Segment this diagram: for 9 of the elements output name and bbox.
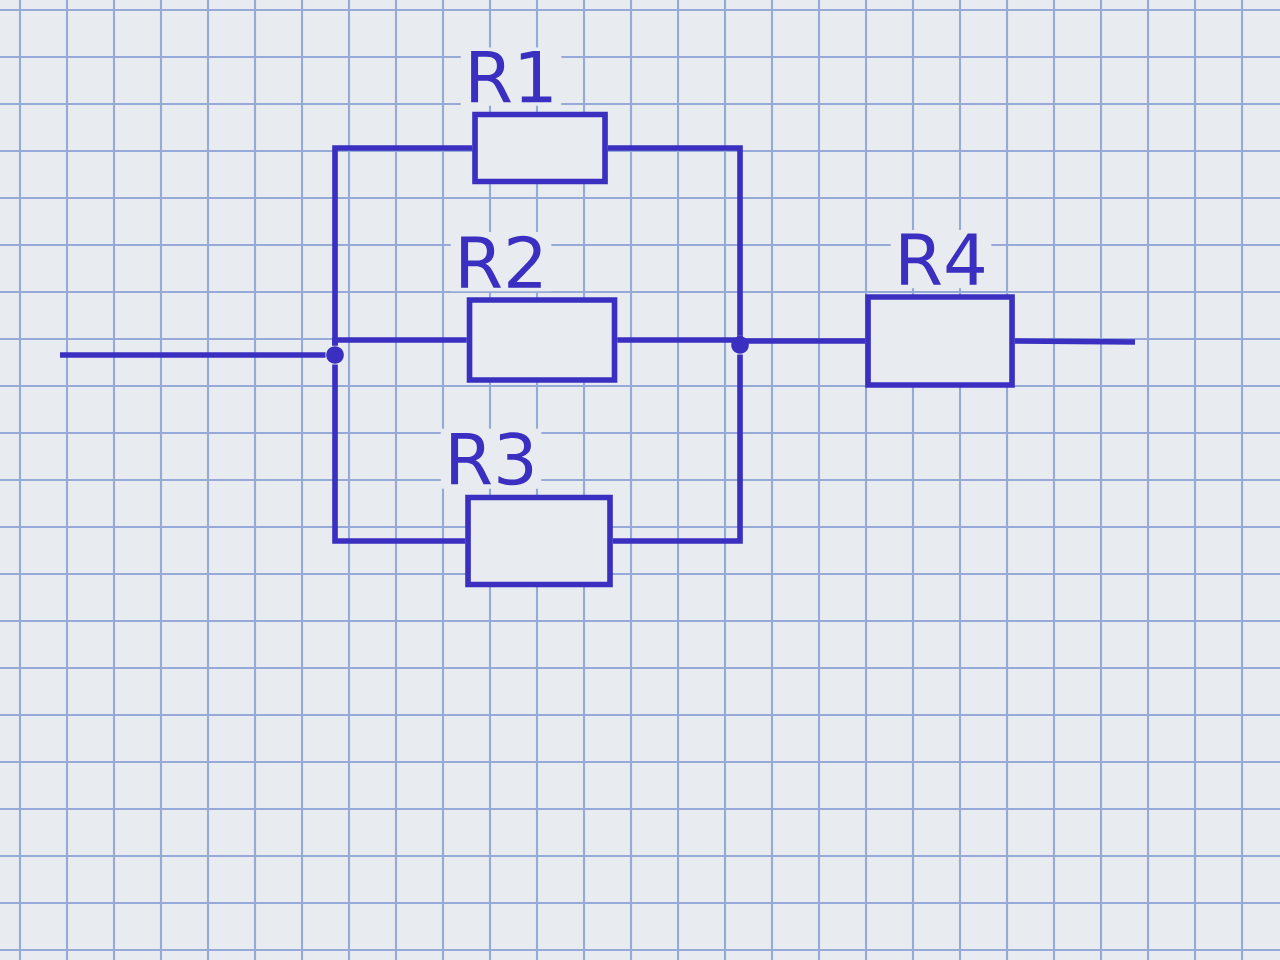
wire	[737, 335, 866, 344]
junction-dot	[326, 346, 344, 364]
wire	[60, 352, 326, 358]
junction-dot	[731, 336, 749, 354]
wire	[332, 337, 467, 346]
wire	[612, 354, 743, 544]
wire	[332, 364, 466, 544]
wire	[607, 145, 743, 336]
wire	[1014, 338, 1136, 345]
